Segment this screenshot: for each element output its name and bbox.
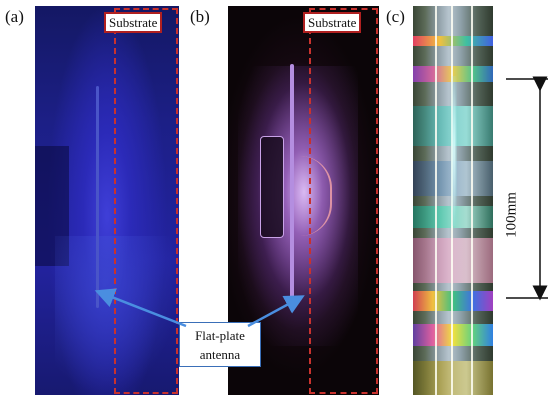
iridescent-band (413, 291, 493, 311)
callout-line-1: Flat-plate (195, 328, 245, 343)
substrate-tag-b: Substrate (303, 12, 362, 33)
shadow-region (35, 146, 69, 266)
substrate-frame-a (114, 8, 178, 394)
bright-beam (451, 76, 457, 226)
discharge-arc (300, 156, 332, 236)
pink-band (413, 238, 493, 283)
iridescent-band (413, 66, 493, 82)
callout-line-2: antenna (199, 347, 241, 362)
arrow-to-antenna-b (247, 295, 305, 328)
dimension-label: 100mm (503, 192, 520, 238)
arrow-to-antenna-a (94, 288, 187, 328)
highlight-line (471, 6, 473, 395)
panel-label-b: (b) (190, 7, 210, 27)
photo-panel-c (413, 6, 493, 395)
antenna-holder (260, 136, 284, 238)
panel-label-a: (a) (5, 7, 24, 27)
substrate-frame-b (309, 8, 378, 394)
highlight-line (435, 6, 437, 395)
panel-label-c: (c) (386, 7, 405, 27)
substrate-tag-a: Substrate (104, 12, 163, 33)
antenna-callout: Flat-plate antenna (179, 322, 261, 367)
antenna-rod (96, 86, 99, 308)
iridescent-band (413, 324, 493, 346)
antenna-rod (290, 64, 294, 304)
yellow-band (413, 361, 493, 395)
iridescent-band (413, 36, 493, 46)
photo-panel-b (228, 6, 379, 395)
